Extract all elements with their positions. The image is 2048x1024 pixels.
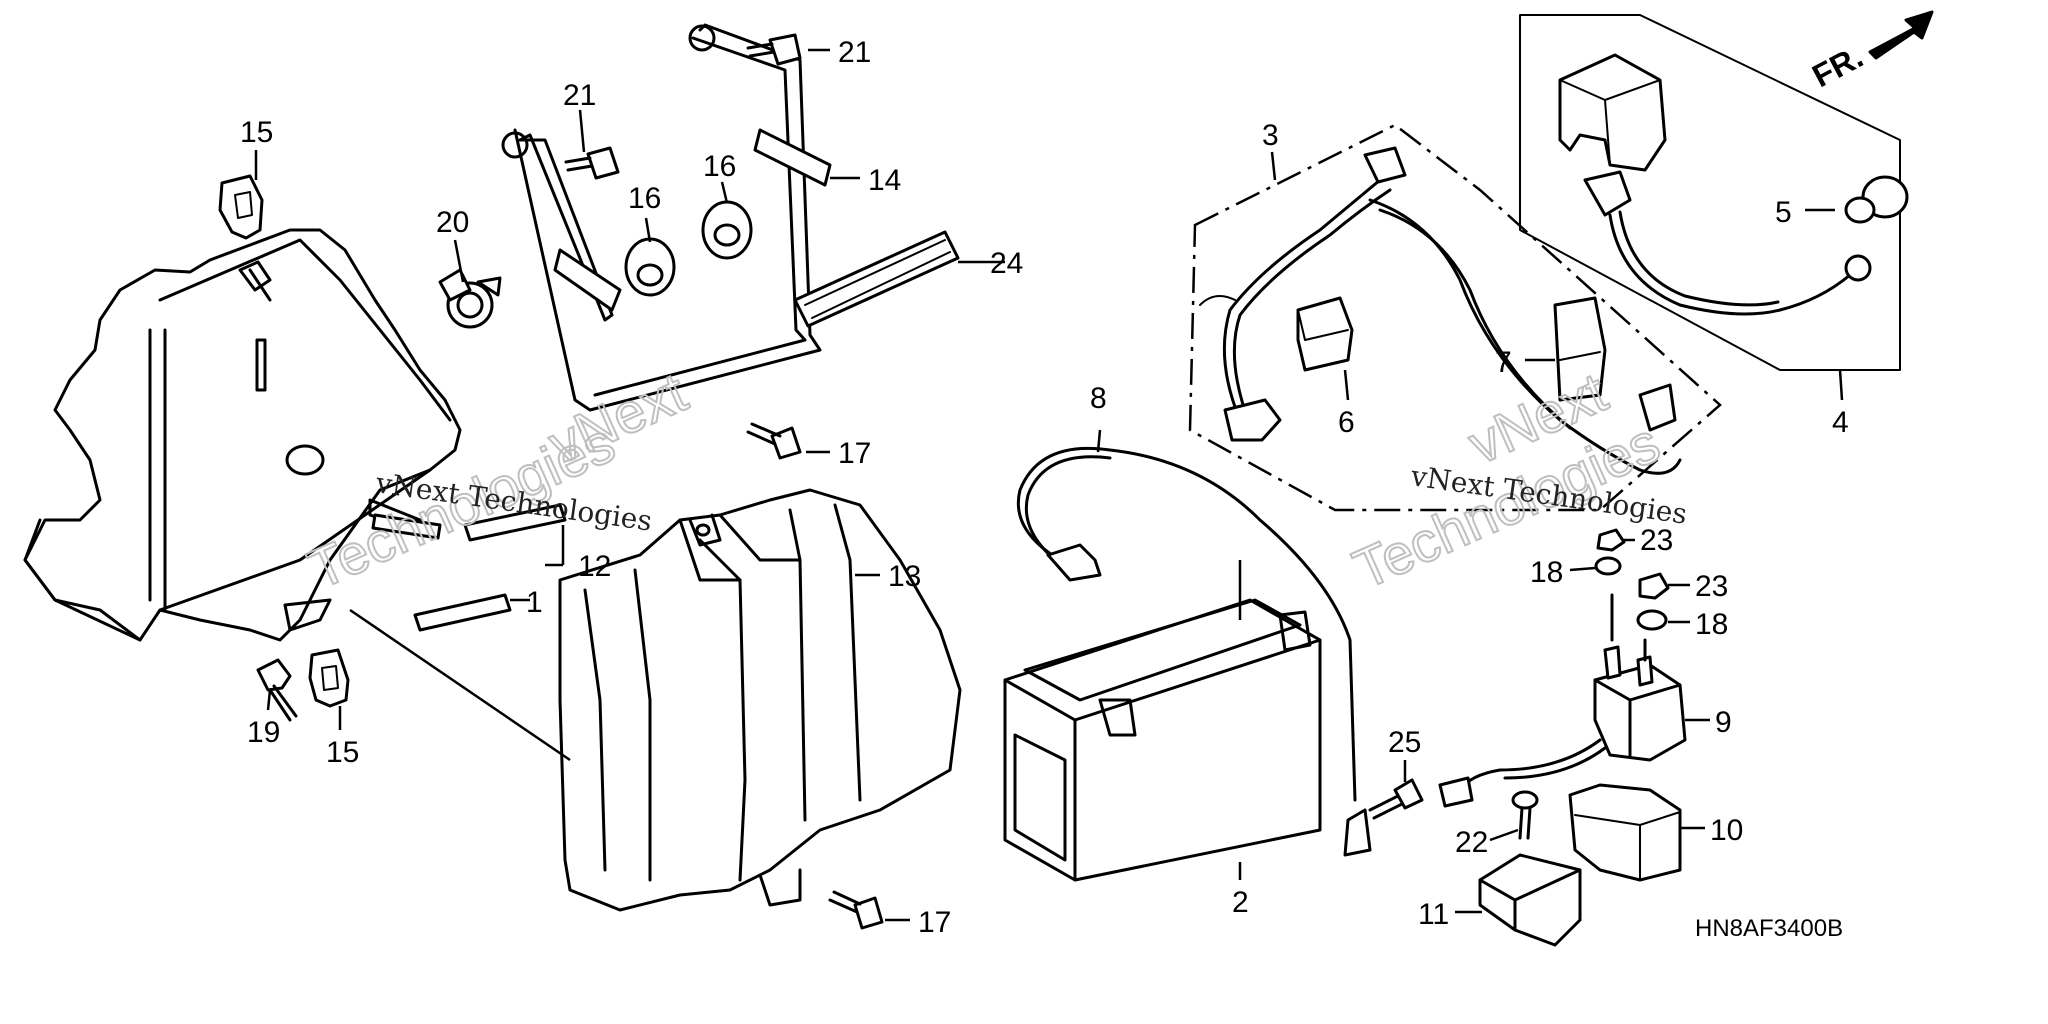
bolt-17-bottom	[828, 890, 884, 930]
callout-13: 13	[888, 560, 921, 593]
callout-17-bottom: 17	[918, 906, 951, 939]
callout-1: 1	[526, 586, 543, 619]
callout-18-right: 18	[1695, 608, 1728, 641]
nut-23-top	[1596, 528, 1626, 552]
front-direction-arrow-icon	[1868, 10, 1934, 60]
callout-22: 22	[1455, 826, 1488, 859]
battery-holder-band	[501, 23, 832, 412]
clamp-20	[438, 268, 502, 329]
bolt-17-top	[746, 422, 802, 460]
callout-23-right: 23	[1695, 570, 1728, 603]
battery-2	[1003, 598, 1322, 882]
washer-18-right	[1636, 609, 1668, 631]
callout-14: 14	[868, 164, 901, 197]
callout-20: 20	[436, 206, 469, 239]
bolt-19	[256, 658, 298, 722]
rubber-pad-1	[413, 593, 512, 632]
callout-5: 5	[1775, 196, 1792, 229]
battery-box-13	[558, 488, 962, 912]
terminal-cap-7	[1553, 296, 1607, 402]
callout-16-right: 16	[703, 150, 736, 183]
grommet-16-right	[701, 200, 753, 260]
callout-19: 19	[247, 716, 280, 749]
callout-6: 6	[1338, 406, 1355, 439]
callout-labels: 15 20 21 21 16 16 14 24 17 17 12 1 13 19…	[240, 36, 1849, 939]
screw-22	[1511, 790, 1539, 840]
callout-21-top: 21	[838, 36, 871, 69]
terminal-cap-5	[1844, 175, 1909, 224]
rubber-pad-12	[371, 503, 567, 542]
grommet-16-left	[624, 237, 676, 297]
callout-3: 3	[1262, 119, 1279, 152]
clip-15-top	[218, 174, 264, 240]
battery-cable-4-outline	[1519, 14, 1901, 371]
callout-21-middle: 21	[563, 79, 596, 112]
callout-15-bottom: 15	[326, 736, 359, 769]
front-direction-label: FR.	[1806, 38, 1868, 94]
callout-17-top: 17	[838, 437, 871, 470]
callout-9: 9	[1715, 706, 1732, 739]
terminal-cap-6	[1296, 296, 1354, 372]
bolt-21-top	[746, 33, 802, 66]
callout-8: 8	[1090, 382, 1107, 415]
callout-25: 25	[1388, 726, 1421, 759]
callout-4: 4	[1832, 406, 1849, 439]
callout-24: 24	[990, 247, 1023, 280]
washer-18-left	[1594, 556, 1622, 576]
clip-15-bottom	[308, 648, 350, 708]
battery-tray	[23, 228, 462, 642]
relay-bracket-11	[1478, 853, 1582, 947]
battery-cable-4	[1583, 170, 1872, 316]
diagram-code: HN8AF3400B	[1695, 915, 1843, 942]
callout-10: 10	[1710, 814, 1743, 847]
callout-18-left: 18	[1530, 556, 1563, 589]
callout-15-top: 15	[240, 116, 273, 149]
callout-7: 7	[1495, 346, 1512, 379]
terminal-cover-top	[1558, 53, 1667, 172]
callout-12: 12	[578, 550, 611, 583]
wire-harness-3	[1199, 146, 1682, 475]
callout-2: 2	[1232, 886, 1249, 919]
callout-16-left: 16	[628, 182, 661, 215]
callout-23-top: 23	[1640, 524, 1673, 557]
nut-23-right	[1638, 572, 1670, 600]
leader-lines	[254, 48, 1844, 922]
starter-relay-9	[1438, 593, 1687, 808]
bolt-21-middle	[564, 146, 620, 180]
relay-rubber-10	[1568, 783, 1682, 882]
wire-harness-3-outline	[1188, 123, 1722, 512]
callout-11: 11	[1418, 898, 1449, 931]
negative-cable-8	[1016, 446, 1372, 857]
bolt-25	[1368, 778, 1424, 820]
strap-24	[793, 230, 960, 328]
